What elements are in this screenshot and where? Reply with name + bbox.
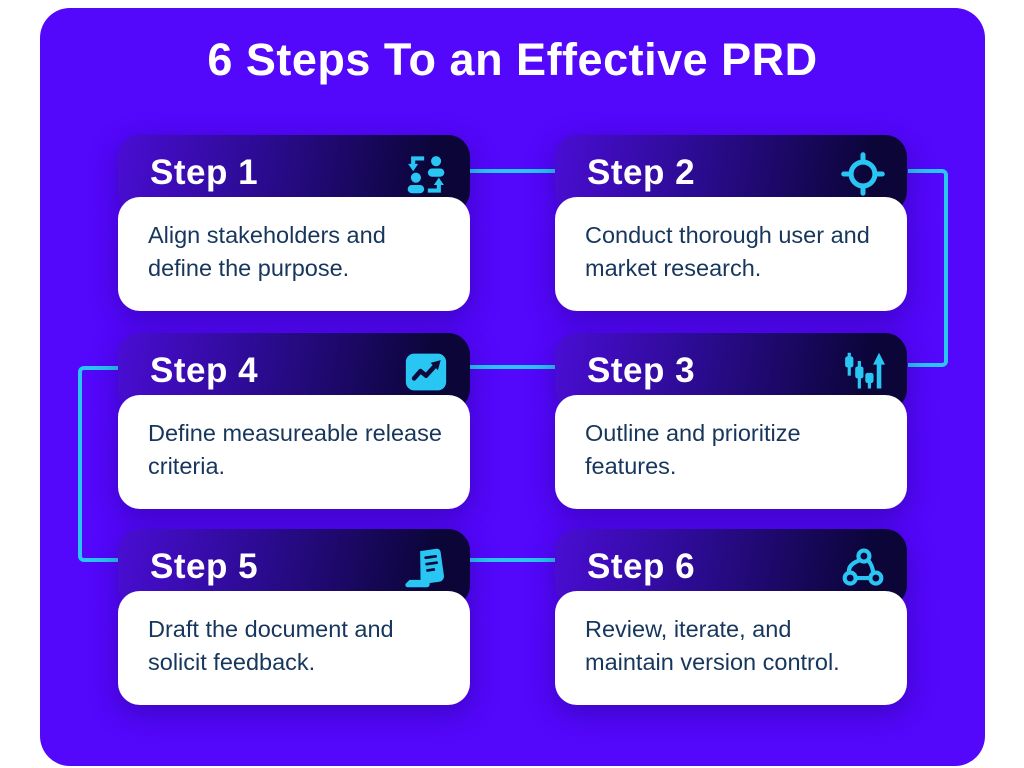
page-title: 6 Steps To an Effective PRD bbox=[207, 34, 818, 85]
target-icon bbox=[841, 152, 885, 196]
step-6-card: Step 6 Review, iterate, and maintain ver… bbox=[555, 529, 907, 705]
line-chart-icon bbox=[404, 350, 448, 394]
step-3-description: Outline and prioritize features. bbox=[555, 395, 907, 509]
step-4-label: Step 4 bbox=[150, 351, 259, 390]
step-5-description: Draft the document and solicit feedback. bbox=[118, 591, 470, 705]
step-6-description: Review, iterate, and maintain version co… bbox=[555, 591, 907, 705]
step-3-card: Step 3 Outline and prioritize features. bbox=[555, 333, 907, 509]
document-draft-icon bbox=[404, 546, 448, 590]
step-2-description: Conduct thorough user and market researc… bbox=[555, 197, 907, 311]
step-5-card: Step 5 Draft the document and solicit fe… bbox=[118, 529, 470, 705]
step-2-card: Step 2 Conduct thorough user and market … bbox=[555, 135, 907, 311]
step-3-label: Step 3 bbox=[587, 351, 696, 390]
people-swap-icon bbox=[404, 152, 448, 196]
connector-step3-step4 bbox=[468, 365, 556, 369]
version-control-icon bbox=[841, 546, 885, 590]
step-1-card: Step 1 Align stakeholders and define the… bbox=[118, 135, 470, 311]
candlestick-priority-icon bbox=[841, 350, 885, 394]
connector-step5-step6 bbox=[468, 558, 556, 562]
step-5-label: Step 5 bbox=[150, 547, 259, 586]
step-6-label: Step 6 bbox=[587, 547, 696, 586]
connector-step1-step2 bbox=[468, 169, 556, 173]
step-2-label: Step 2 bbox=[587, 153, 696, 192]
step-1-description: Align stakeholders and define the purpos… bbox=[118, 197, 470, 311]
connector-step2-step3 bbox=[908, 169, 948, 367]
connector-step4-step5 bbox=[78, 366, 118, 562]
step-1-label: Step 1 bbox=[150, 153, 259, 192]
step-4-card: Step 4 Define measureable release criter… bbox=[118, 333, 470, 509]
step-4-description: Define measureable release criteria. bbox=[118, 395, 470, 509]
